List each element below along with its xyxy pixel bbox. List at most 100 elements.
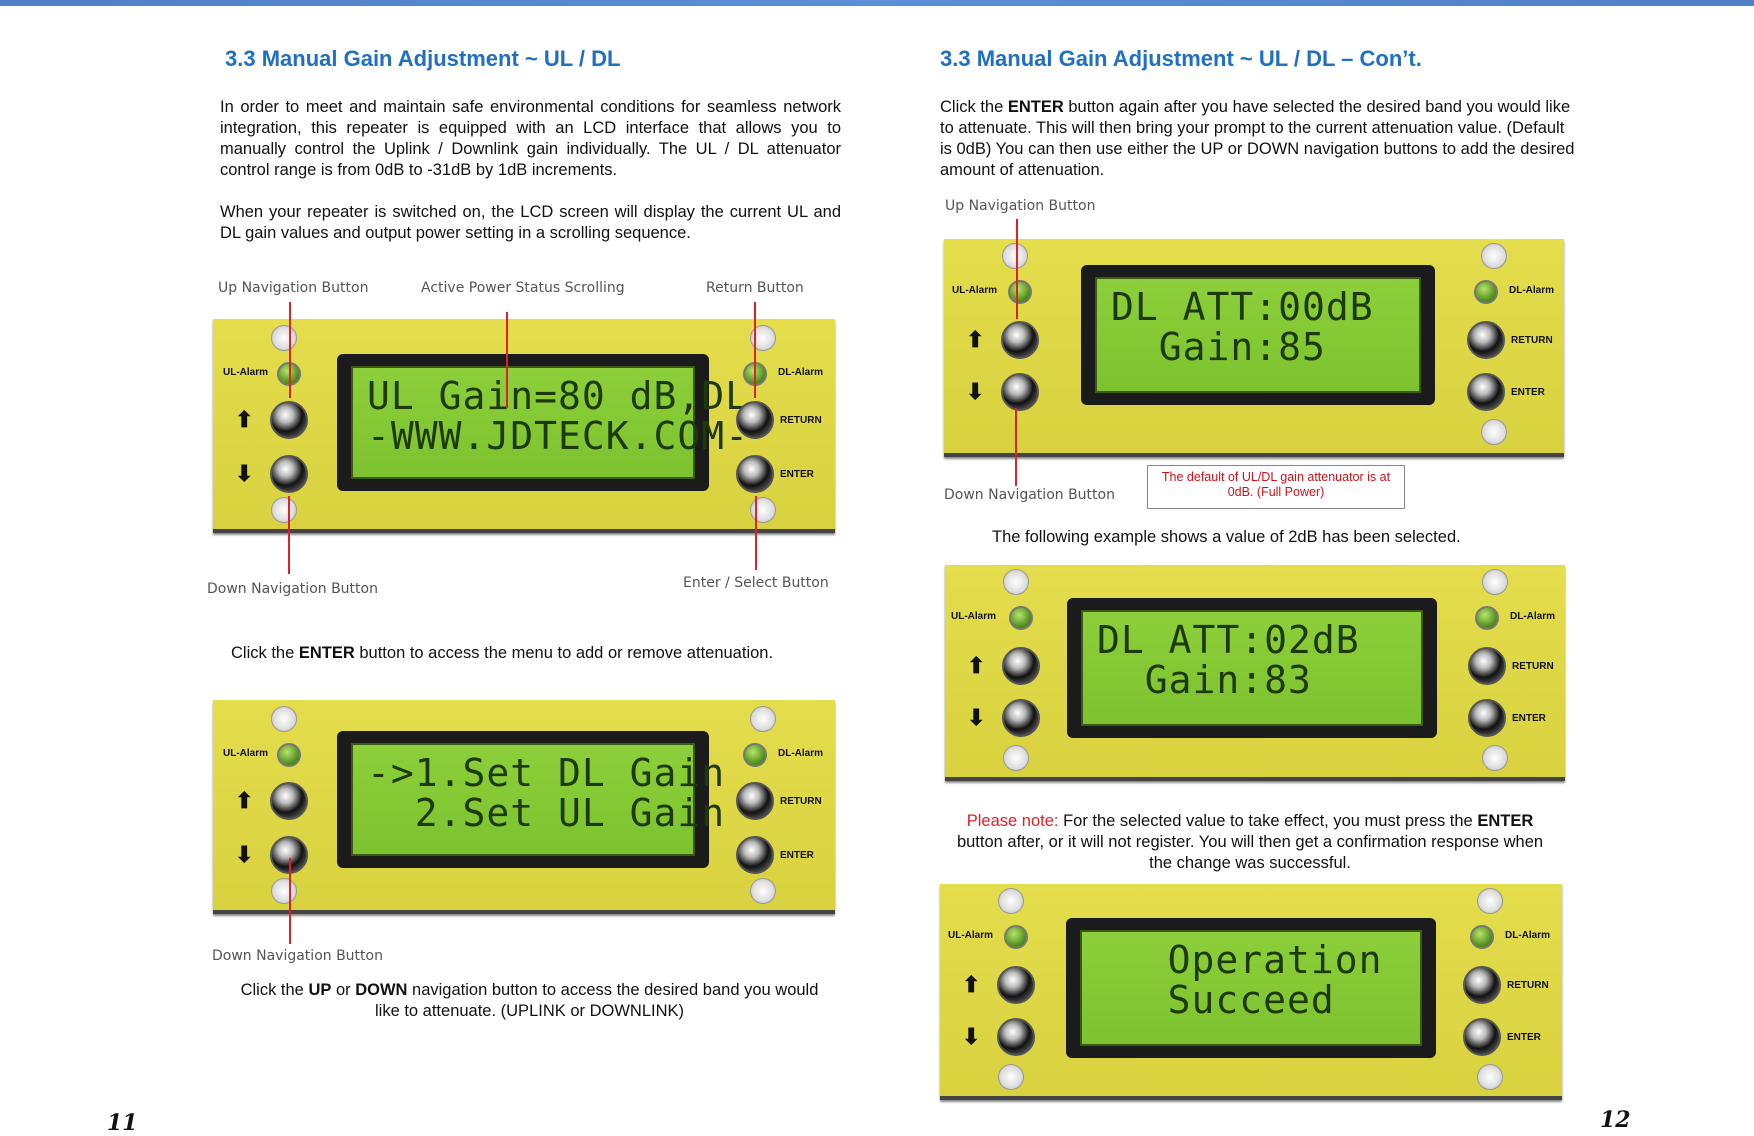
return-label: RETURN	[780, 415, 822, 426]
ul-alarm-led	[1009, 606, 1033, 630]
note-label: Please note:	[966, 812, 1059, 830]
up-arrow-icon: ⬆	[235, 407, 254, 432]
enter-button[interactable]	[1463, 1018, 1501, 1056]
enter-button[interactable]	[736, 836, 774, 874]
screw	[271, 497, 297, 523]
caption-2-up: UP	[308, 981, 332, 999]
screw	[1482, 745, 1508, 771]
screw	[271, 878, 297, 904]
label-enter-select: Enter / Select Button	[683, 575, 829, 591]
return-button[interactable]	[736, 401, 774, 439]
ul-alarm-label: UL-Alarm	[223, 748, 269, 759]
lcd-line-2: -WWW.JDTECK.COM-	[367, 414, 750, 458]
page-number-right: 12	[1600, 1107, 1631, 1133]
lcd-screen: DL ATT:02dB Gain:83	[1081, 610, 1423, 726]
lcd-display: DL ATT:00dB Gain:85	[1081, 265, 1435, 405]
lcd-line-1: ->1.Set DL Gain	[367, 751, 726, 795]
lcd-line-1: DL ATT:02dB	[1097, 618, 1360, 662]
enter-button[interactable]	[1468, 699, 1506, 737]
pointer-right-down-nav	[1015, 408, 1017, 486]
label-down-nav-2: Down Navigation Button	[212, 948, 383, 964]
lcd-screen: DL ATT:00dB Gain:85	[1095, 277, 1421, 393]
pointer-active-power	[506, 312, 508, 408]
down-arrow-icon: ⬇	[967, 705, 986, 730]
lcd-display: Operation Succeed	[1066, 918, 1436, 1058]
lcd-screen: ->1.Set DL Gain 2.Set UL Gain	[351, 743, 724, 856]
lcd-line-2: Gain:85	[1111, 325, 1326, 369]
return-button[interactable]	[1468, 647, 1506, 685]
down-arrow-icon: ⬇	[962, 1024, 981, 1049]
down-nav-button[interactable]	[1001, 373, 1039, 411]
enter-label: ENTER	[1507, 1032, 1541, 1043]
screw	[1477, 888, 1503, 914]
dl-alarm-led	[1474, 280, 1498, 304]
ul-alarm-led	[277, 743, 301, 767]
pointer-up-nav	[289, 302, 291, 398]
screw	[998, 888, 1024, 914]
left-paragraph-2: When your repeater is switched on, the L…	[220, 203, 841, 242]
down-nav-button[interactable]	[270, 455, 308, 493]
down-nav-button[interactable]	[997, 1018, 1035, 1056]
dl-alarm-label: DL-Alarm	[1509, 285, 1555, 296]
left-caption-1: Click the ENTER button to access the men…	[231, 643, 851, 664]
right-heading: 3.3 Manual Gain Adjustment ~ UL / DL – C…	[940, 46, 1422, 71]
down-nav-button[interactable]	[1002, 699, 1040, 737]
up-nav-button[interactable]	[1001, 321, 1039, 359]
pointer-enter	[755, 496, 757, 570]
enter-label: ENTER	[780, 469, 814, 480]
pointer-return	[754, 302, 756, 398]
lcd-display: UL Gain=80 dB,DL -WWW.JDTECK.COM-	[337, 354, 748, 491]
caption-1-text-end: button to access the menu to add or remo…	[354, 644, 774, 662]
caption-2-text: Click the	[240, 981, 309, 999]
screw	[1002, 243, 1028, 269]
ul-alarm-label: UL-Alarm	[223, 367, 269, 378]
up-arrow-icon: ⬆	[966, 327, 985, 352]
screw	[1003, 569, 1029, 595]
enter-label: ENTER	[780, 850, 814, 861]
return-button[interactable]	[736, 782, 774, 820]
left-paragraph-1: In order to meet and maintain safe envir…	[220, 98, 841, 179]
left-caption-2: Click the UP or DOWN navigation button t…	[231, 980, 828, 1022]
page-number-left: 11	[107, 1110, 138, 1136]
right-para-bold: ENTER	[1007, 98, 1064, 116]
device-panel-1: UL-Alarm ⬆ ⬇ UL Gain=80 dB,DL -WWW.JDTEC…	[213, 319, 835, 533]
device-panel-4: UL-Alarm ⬆ ⬇ DL ATT:02dB Gain:83 DL-Alar…	[945, 565, 1565, 781]
up-nav-button[interactable]	[1002, 647, 1040, 685]
lcd-display: DL ATT:02dB Gain:83	[1067, 598, 1437, 738]
up-nav-button[interactable]	[997, 966, 1035, 1004]
up-arrow-icon: ⬆	[962, 972, 981, 997]
enter-label: ENTER	[1512, 713, 1546, 724]
enter-button[interactable]	[736, 455, 774, 493]
label-return: Return Button	[706, 280, 804, 296]
return-button[interactable]	[1463, 966, 1501, 1004]
screw	[1481, 243, 1507, 269]
dl-alarm-label: DL-Alarm	[1510, 611, 1556, 622]
screw	[1003, 745, 1029, 771]
dl-alarm-led	[743, 743, 767, 767]
screw	[750, 497, 776, 523]
down-arrow-icon: ⬇	[235, 461, 254, 486]
return-button[interactable]	[1467, 321, 1505, 359]
lcd-line-2: Succeed	[1096, 978, 1335, 1022]
up-nav-button[interactable]	[270, 782, 308, 820]
default-gain-callout: The default of UL/DL gain attenuator is …	[1147, 465, 1405, 509]
note-bold: ENTER	[1477, 812, 1534, 830]
label-active-power: Active Power Status Scrolling	[421, 280, 625, 296]
right-para-text: Click the	[940, 98, 1008, 116]
label-down-nav: Down Navigation Button	[207, 581, 378, 597]
caption-2-or: or	[331, 981, 356, 999]
note-text-end: button after, or it will not register. Y…	[956, 833, 1544, 872]
right-note: Please note: For the selected value to t…	[950, 811, 1550, 874]
device-panel-2: UL-Alarm ⬆ ⬇ ->1.Set DL Gain 2.Set UL Ga…	[213, 700, 835, 914]
lcd-screen: UL Gain=80 dB,DL -WWW.JDTECK.COM-	[351, 366, 748, 479]
dl-alarm-led	[1475, 606, 1499, 630]
screw	[1481, 419, 1507, 445]
screw	[1477, 1064, 1503, 1090]
return-label: RETURN	[1507, 980, 1549, 991]
enter-button[interactable]	[1467, 373, 1505, 411]
ul-alarm-led	[1008, 280, 1032, 304]
dl-alarm-label: DL-Alarm	[778, 748, 824, 759]
enter-label: ENTER	[1511, 387, 1545, 398]
up-nav-button[interactable]	[270, 401, 308, 439]
screw	[750, 878, 776, 904]
